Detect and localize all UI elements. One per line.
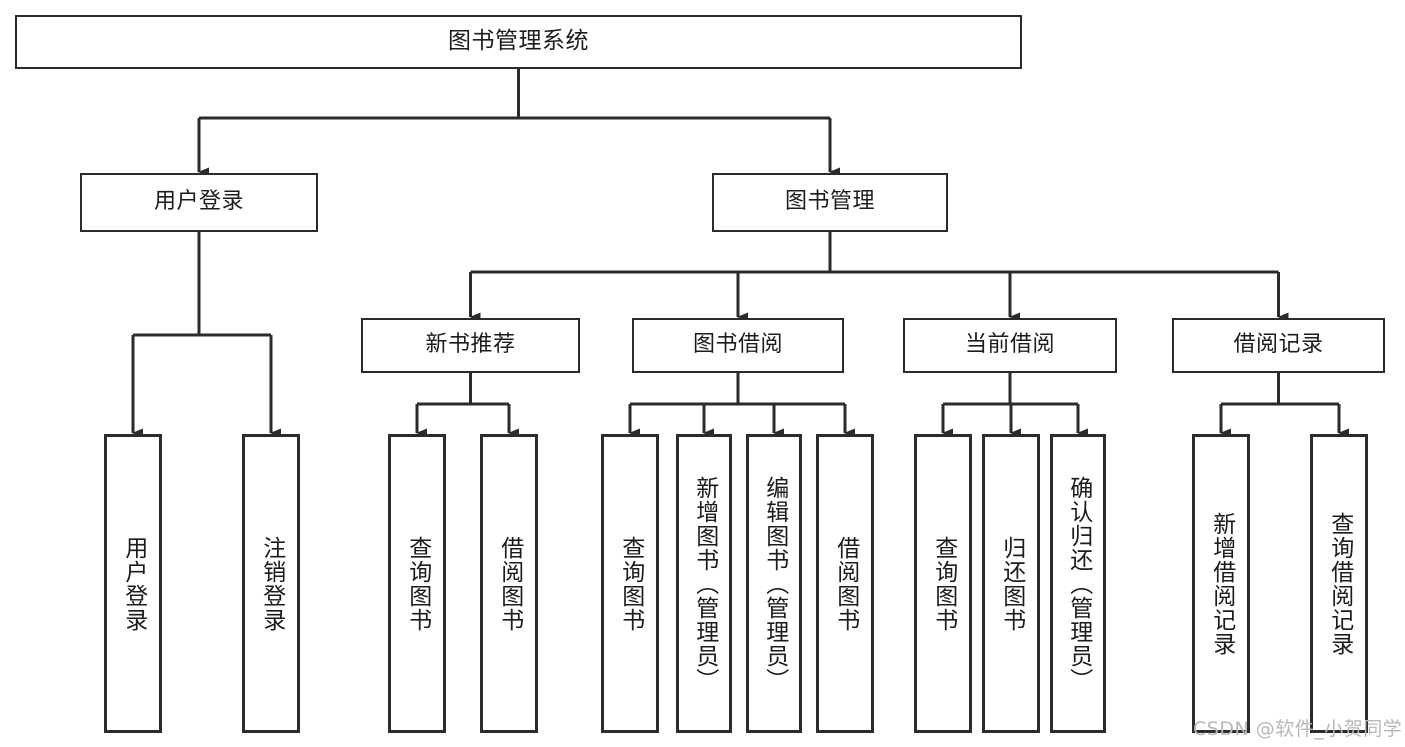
node-leaf-nb-query[interactable]: 查询图书 bbox=[388, 434, 446, 733]
node-leaf-cur-query[interactable]: 查询图书 bbox=[914, 434, 972, 733]
node-label: 借阅图书 bbox=[832, 535, 859, 632]
node-label: 图书借阅 bbox=[692, 332, 783, 358]
node-login[interactable]: 用户登录 bbox=[80, 173, 318, 232]
node-newbook[interactable]: 新书推荐 bbox=[361, 318, 580, 373]
node-label: 查询图书 bbox=[404, 535, 431, 632]
node-label: 新增图书（管理员） bbox=[691, 475, 718, 692]
node-label: 新书推荐 bbox=[425, 332, 516, 358]
node-label: 归还图书 bbox=[998, 535, 1025, 632]
node-leaf-user-logout[interactable]: 注销登录 bbox=[242, 434, 300, 733]
node-leaf-rec-query[interactable]: 查询借阅记录 bbox=[1310, 434, 1368, 733]
node-label: 查询图书 bbox=[617, 535, 644, 632]
node-leaf-user-login[interactable]: 用户登录 bbox=[104, 434, 162, 733]
node-leaf-bk-query[interactable]: 查询图书 bbox=[601, 434, 659, 733]
node-label: 图书管理系统 bbox=[448, 28, 589, 55]
node-bookmgmt[interactable]: 图书管理 bbox=[712, 173, 948, 232]
node-label: 借阅记录 bbox=[1233, 332, 1324, 358]
node-label: 编辑图书（管理员） bbox=[761, 475, 788, 692]
node-leaf-bk-add[interactable]: 新增图书（管理员） bbox=[676, 434, 732, 733]
node-label: 用户登录 bbox=[120, 535, 147, 632]
node-label: 查询图书 bbox=[930, 535, 957, 632]
node-leaf-rec-add[interactable]: 新增借阅记录 bbox=[1192, 434, 1250, 733]
node-label: 查询借阅记录 bbox=[1326, 511, 1353, 656]
node-current[interactable]: 当前借阅 bbox=[903, 318, 1117, 373]
node-label: 新增借阅记录 bbox=[1208, 511, 1235, 656]
node-leaf-bk-edit[interactable]: 编辑图书（管理员） bbox=[746, 434, 802, 733]
node-label: 当前借阅 bbox=[964, 332, 1055, 358]
node-label: 注销登录 bbox=[258, 535, 285, 632]
node-records[interactable]: 借阅记录 bbox=[1172, 318, 1385, 373]
connector-lines bbox=[131, 69, 1349, 438]
node-borrow[interactable]: 图书借阅 bbox=[632, 318, 844, 373]
node-label: 图书管理 bbox=[784, 189, 875, 215]
node-leaf-cur-return[interactable]: 归还图书 bbox=[982, 434, 1040, 733]
node-label: 确认归还（管理员） bbox=[1065, 475, 1092, 692]
node-label: 借阅图书 bbox=[496, 535, 523, 632]
node-label: 用户登录 bbox=[153, 189, 244, 215]
node-root[interactable]: 图书管理系统 bbox=[15, 15, 1022, 69]
node-leaf-nb-borrow[interactable]: 借阅图书 bbox=[480, 434, 538, 733]
node-leaf-bk-borrow[interactable]: 借阅图书 bbox=[816, 434, 874, 733]
node-leaf-cur-confirm[interactable]: 确认归还（管理员） bbox=[1050, 434, 1106, 733]
